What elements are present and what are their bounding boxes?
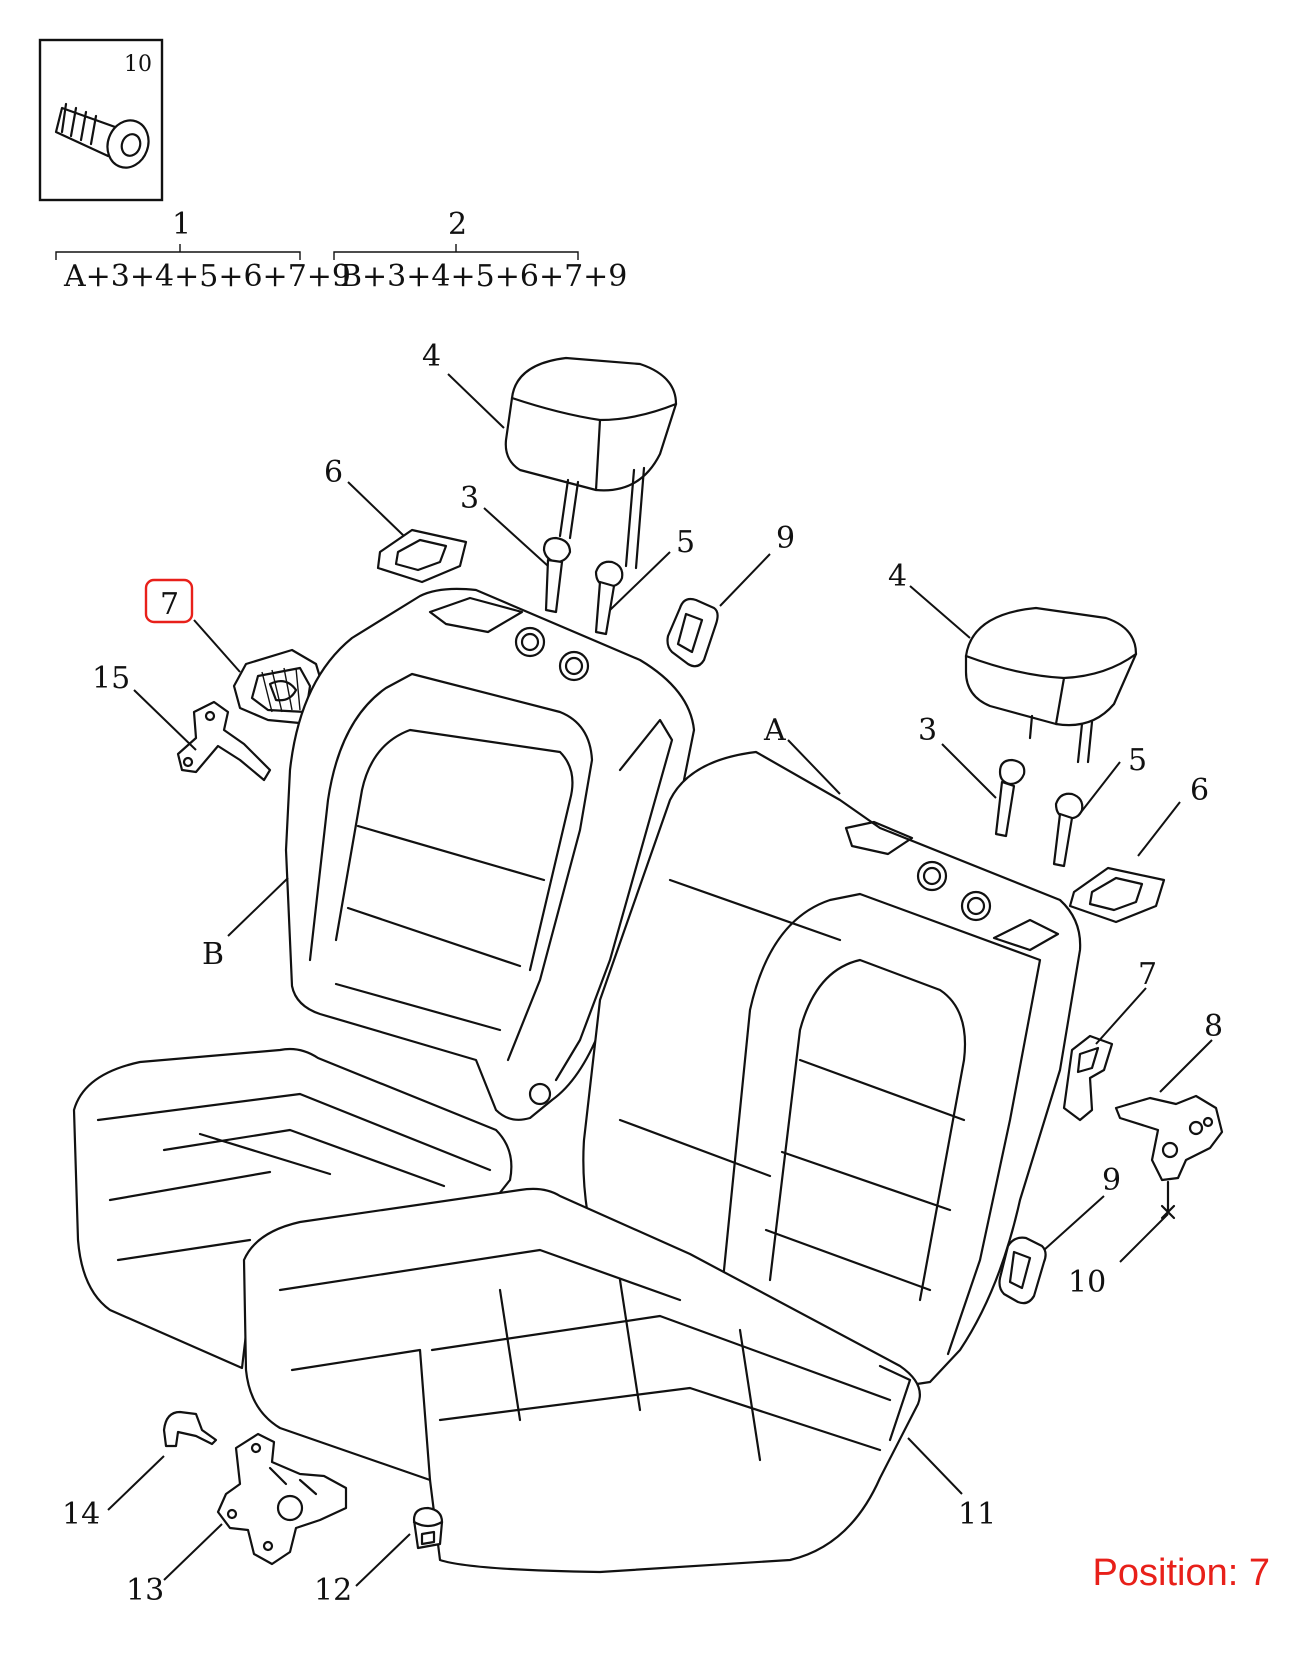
bolt-10-marker <box>1160 1180 1176 1220</box>
callout-3-left: 3 <box>460 481 479 516</box>
guide-5-left <box>594 560 624 636</box>
assembly-2: 2 B+3+4+5+6+7+9 <box>333 207 627 294</box>
callout-11: 11 <box>958 1497 996 1532</box>
bezel-9-right <box>998 1236 1047 1305</box>
inset-bolt-box: 10 <box>38 38 164 202</box>
headrest-right <box>964 606 1138 764</box>
cover-7-right <box>1062 1034 1114 1122</box>
assembly-1: 1 A+3+4+5+6+7+9 <box>55 207 351 294</box>
backrest-left-B <box>284 587 696 1121</box>
callout-A: A <box>763 713 786 748</box>
callout-9-right: 9 <box>1102 1163 1121 1198</box>
guide-3-right <box>994 758 1026 838</box>
trim-6-right <box>1068 866 1166 924</box>
callout-12: 12 <box>314 1573 352 1608</box>
assembly-1-contents: A+3+4+5+6+7+9 <box>63 259 351 294</box>
part-7-left <box>232 648 324 726</box>
leader-lines <box>107 373 1213 1587</box>
callout-9-top: 9 <box>776 521 795 556</box>
callout-14: 14 <box>62 1497 100 1532</box>
callout-5-left: 5 <box>676 525 695 560</box>
highlight-box <box>144 578 194 624</box>
headrest-left <box>504 356 678 570</box>
assembly-2-number: 2 <box>448 207 467 242</box>
hinge-8 <box>1114 1094 1224 1182</box>
position-label: Position: 7 <box>1092 1552 1270 1594</box>
inset-callout-10: 10 <box>124 52 152 77</box>
cushion-11 <box>242 1187 921 1574</box>
callout-8: 8 <box>1204 1009 1223 1044</box>
callout-4-right: 4 <box>888 559 907 594</box>
guide-3-left <box>542 536 572 614</box>
assembly-1-number: 1 <box>172 207 191 242</box>
clip-14 <box>162 1410 218 1448</box>
callout-B: B <box>202 937 224 972</box>
callout-6-right: 6 <box>1190 773 1209 808</box>
bolt-icon <box>54 102 150 169</box>
trim-6-left <box>376 528 468 584</box>
bracket-13 <box>216 1432 348 1566</box>
hinge-15 <box>176 700 272 782</box>
callout-15: 15 <box>92 661 130 696</box>
callout-7-right: 7 <box>1138 957 1157 992</box>
callout-4-left: 4 <box>422 339 441 374</box>
callout-labels: 4 6 3 5 9 7 15 A B 4 3 5 6 7 8 9 10 11 1… <box>62 339 1223 1608</box>
clip-12 <box>412 1506 444 1550</box>
callout-3-right: 3 <box>918 713 937 748</box>
callout-6-left: 6 <box>324 455 343 490</box>
callout-7-highlighted: 7 <box>160 587 179 622</box>
callout-10: 10 <box>1068 1265 1106 1300</box>
guide-5-right <box>1052 792 1084 868</box>
assembly-2-contents: B+3+4+5+6+7+9 <box>340 259 627 294</box>
bezel-9-top <box>666 597 719 668</box>
callout-5-right: 5 <box>1128 743 1147 778</box>
cushion-left <box>72 1047 513 1370</box>
callout-13: 13 <box>126 1573 164 1608</box>
